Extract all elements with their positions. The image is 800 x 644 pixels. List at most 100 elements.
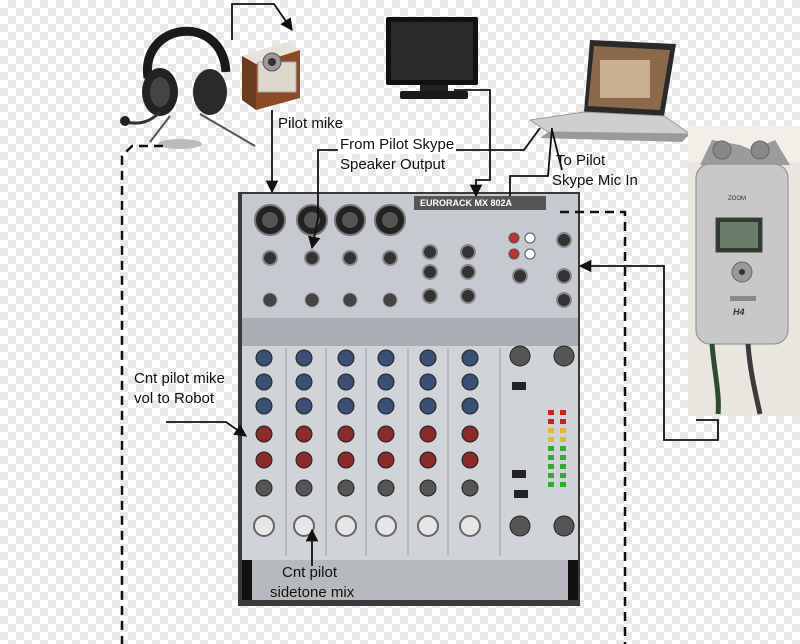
master-knob-icon <box>553 515 575 537</box>
jack-icon <box>342 250 358 266</box>
monitor-icon <box>386 17 478 99</box>
eq-knob-icon <box>295 425 313 443</box>
meter-led-icon <box>560 437 566 442</box>
jack-icon <box>556 268 572 284</box>
vol-to-robot-label: vol to Robot <box>134 390 215 407</box>
eq-knob-icon <box>461 397 479 415</box>
meter-led-icon <box>560 446 566 451</box>
eq-knob-icon <box>255 451 273 469</box>
eq-knob-icon <box>337 451 355 469</box>
eq-knob-icon <box>337 349 355 367</box>
jack-icon <box>422 288 438 304</box>
eq-knob-icon <box>295 397 313 415</box>
speaker-output-label: Speaker Output <box>340 156 446 173</box>
solid-cables <box>166 3 719 566</box>
eq-knob-icon <box>461 451 479 469</box>
level-knob-icon <box>459 515 481 537</box>
meter-led-icon <box>548 446 554 451</box>
meter-led-icon <box>548 419 554 424</box>
jack-icon <box>382 250 398 266</box>
eq-knob-icon <box>419 397 437 415</box>
eq-knob-icon <box>337 425 355 443</box>
eq-knob-icon <box>255 397 273 415</box>
eq-knob-icon <box>419 373 437 391</box>
eq-knob-icon <box>419 349 437 367</box>
eq-knob-icon <box>255 349 273 367</box>
jack-icon <box>460 264 476 280</box>
meter-led-icon <box>560 428 566 433</box>
eq-knob-icon <box>255 373 273 391</box>
skype-mic-in-label: Skype Mic In <box>552 172 638 189</box>
meter-led-icon <box>548 482 554 487</box>
push-button-icon <box>514 490 528 498</box>
from-pilot-skype-label: From Pilot Skype <box>338 136 457 154</box>
eq-knob-icon <box>377 425 395 443</box>
meter-led-icon <box>560 464 566 469</box>
meter-led-icon <box>548 464 554 469</box>
eq-knob-icon <box>461 425 479 443</box>
eq-knob-icon <box>255 425 273 443</box>
to-pilot-label: To Pilot <box>556 152 606 169</box>
cnt-pilot-label: Cnt pilot <box>282 564 338 581</box>
meter-led-icon <box>548 428 554 433</box>
gain-knob-icon <box>304 292 320 308</box>
eq-knob-icon <box>461 479 479 497</box>
jack-icon <box>556 292 572 308</box>
eq-knob-icon <box>337 479 355 497</box>
master-knob-icon <box>509 345 531 367</box>
jack-icon <box>422 264 438 280</box>
eq-knob-icon <box>377 397 395 415</box>
meter-led-icon <box>548 455 554 460</box>
meter-led-icon <box>560 473 566 478</box>
jack-icon <box>304 250 320 266</box>
gain-knob-icon <box>262 292 278 308</box>
meter-led-icon <box>548 437 554 442</box>
xlr-pin-icon <box>342 212 358 228</box>
headset-icon <box>120 26 256 149</box>
push-button-icon <box>512 470 526 478</box>
rca-jack-icon <box>508 232 520 244</box>
level-knob-icon <box>375 515 397 537</box>
jack-icon <box>262 250 278 266</box>
master-knob-icon <box>509 515 531 537</box>
pilot-mike-box-icon <box>242 42 300 110</box>
dashed-cables <box>120 144 627 644</box>
jack-icon <box>460 288 476 304</box>
recorder-model-text: H4 <box>733 307 745 317</box>
meter-led-icon <box>548 473 554 478</box>
laptop-icon <box>528 40 692 142</box>
push-button-icon <box>512 382 526 390</box>
eq-knob-icon <box>255 479 273 497</box>
level-knob-icon <box>417 515 439 537</box>
eq-knob-icon <box>377 479 395 497</box>
eq-knob-icon <box>461 349 479 367</box>
rca-jack-icon <box>508 248 520 260</box>
eq-knob-icon <box>295 479 313 497</box>
jack-icon <box>556 232 572 248</box>
mixer-console: EURORACK MX 802A <box>238 192 580 606</box>
eq-knob-icon <box>295 451 313 469</box>
level-knob-icon <box>293 515 315 537</box>
sidetone-mix-label: sidetone mix <box>270 584 355 601</box>
gain-knob-icon <box>382 292 398 308</box>
level-knob-icon <box>253 515 275 537</box>
eq-knob-icon <box>377 349 395 367</box>
meter-led-icon <box>560 419 566 424</box>
jack-icon <box>422 244 438 260</box>
mixer-controls <box>253 204 575 556</box>
eq-knob-icon <box>337 373 355 391</box>
eq-knob-icon <box>419 451 437 469</box>
mixer-brand-text: EURORACK MX 802A <box>420 198 513 208</box>
eq-knob-icon <box>461 373 479 391</box>
eq-knob-icon <box>295 349 313 367</box>
xlr-pin-icon <box>262 212 278 228</box>
level-knob-icon <box>335 515 357 537</box>
eq-knob-icon <box>377 373 395 391</box>
zoom-h4-recorder-icon: H4 ZOOM <box>688 126 800 416</box>
cnt-pilot-mike-label: Cnt pilot mike <box>134 370 225 387</box>
jack-icon <box>512 268 528 284</box>
meter-led-icon <box>560 410 566 415</box>
eq-knob-icon <box>419 425 437 443</box>
pilot-mike-label: Pilot mike <box>278 115 344 132</box>
